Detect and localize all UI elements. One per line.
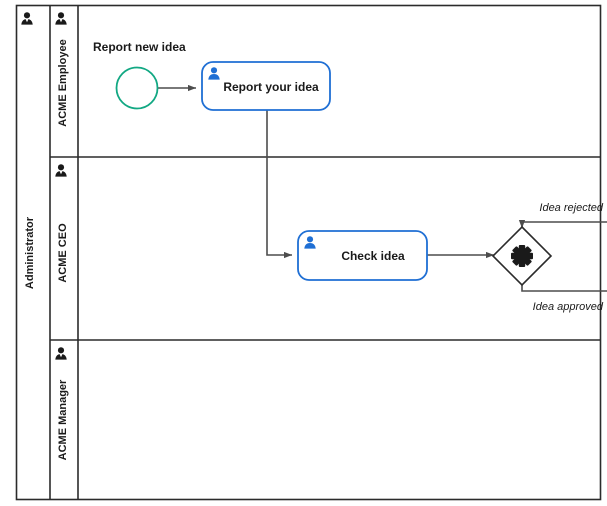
task-report-your-idea[interactable]: Report your idea: [201, 61, 331, 111]
pool-outline: [15, 4, 602, 501]
start-event-label: Report new idea: [93, 40, 186, 54]
lane-ceo-person-icon: [55, 164, 67, 177]
complex-gateway-asterisk-icon: [511, 245, 533, 267]
flow-report-to-check[interactable]: [266, 110, 293, 259]
task-check-idea[interactable]: Check idea: [297, 230, 428, 281]
flow-label-idea-rejected: Idea rejected: [539, 202, 603, 214]
lane-ceo-label: ACME CEO: [57, 223, 69, 283]
lane-manager-label: ACME Manager: [57, 379, 69, 460]
lane-employee-label: ACME Employee: [57, 39, 69, 126]
lane-acme-manager[interactable]: ACME Manager: [55, 340, 79, 500]
task-report-label: Report your idea: [223, 80, 319, 94]
pool-administrator[interactable]: Administrator: [15, 4, 602, 501]
gateway-idea-decision[interactable]: [491, 225, 553, 287]
task-check-label: Check idea: [341, 249, 405, 263]
task-check-outline: [297, 230, 428, 281]
lane-manager-person-icon: [55, 347, 67, 360]
flow-gateway-idea-approved[interactable]: [521, 285, 607, 292]
flow-gateway-idea-rejected[interactable]: [518, 219, 607, 229]
start-event-circle: [115, 66, 159, 110]
flow-label-idea-approved: Idea approved: [533, 301, 604, 313]
pool-label: Administrator: [24, 216, 36, 289]
lane-acme-employee[interactable]: ACME Employee: [50, 5, 601, 158]
pool-person-icon: [21, 12, 33, 25]
lane-employee-person-icon: [55, 12, 67, 25]
task-report-outline: [201, 61, 331, 111]
lane-acme-ceo[interactable]: ACME CEO: [50, 157, 601, 341]
start-event-report-new-idea[interactable]: Report new idea: [93, 40, 186, 110]
